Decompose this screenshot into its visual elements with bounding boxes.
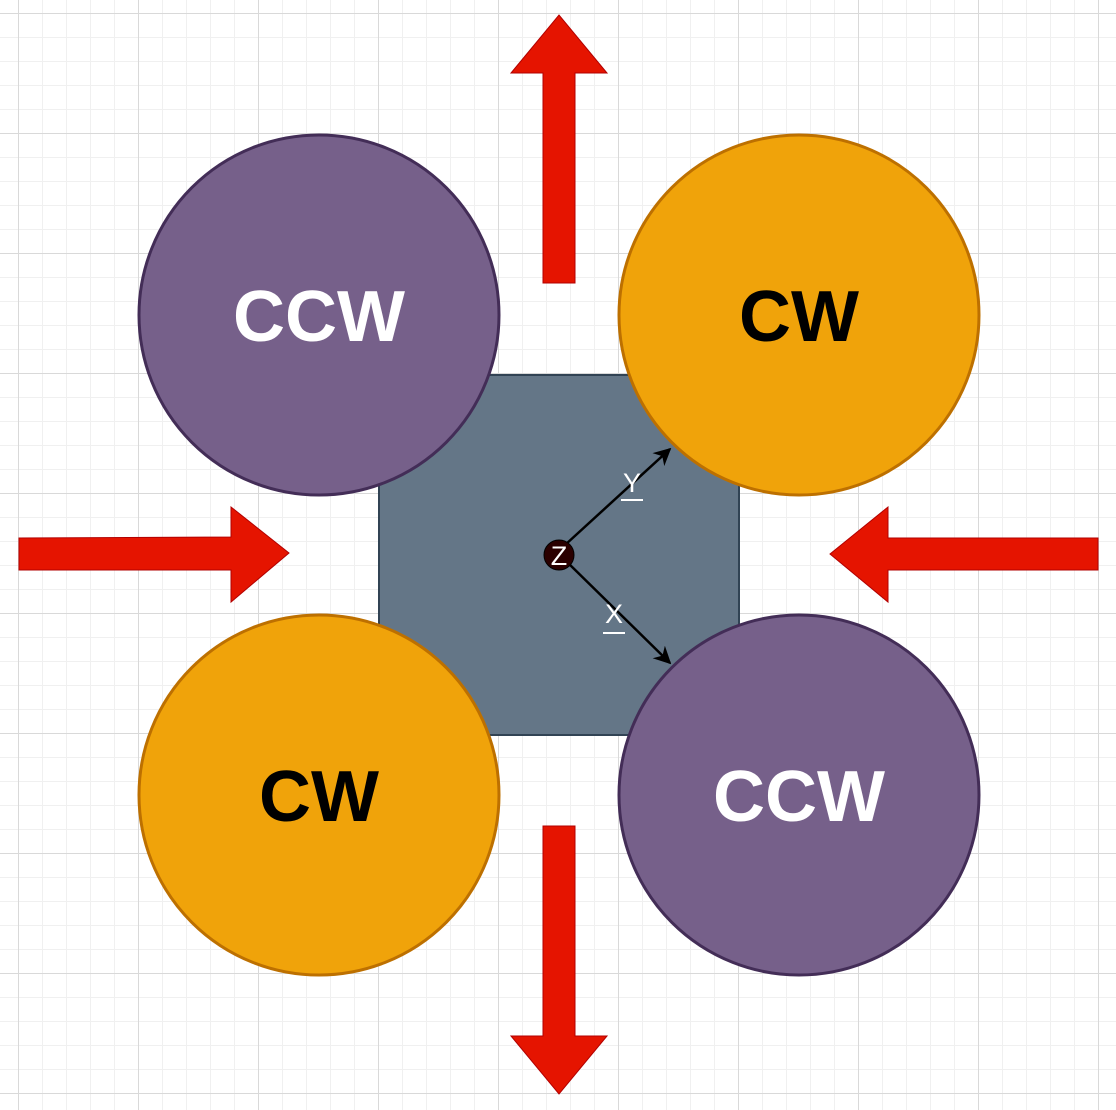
rotor-rear-right-label: CCW xyxy=(713,757,885,837)
arrow-down xyxy=(509,825,609,1095)
axis-x-label: X xyxy=(605,599,623,629)
arrow-right-pointing-left xyxy=(829,505,1099,604)
rotor-rear-left: CW xyxy=(137,613,501,977)
axis-z: Z xyxy=(543,539,575,571)
rotor-front-left: CCW xyxy=(137,133,501,497)
rotor-rear-left-label: CW xyxy=(259,757,379,837)
rotor-rear-right: CCW xyxy=(617,613,981,977)
arrow-up xyxy=(509,14,609,284)
axis-z-label: Z xyxy=(551,541,568,571)
rotor-front-left-label: CCW xyxy=(233,277,405,357)
axis-y-label: Y xyxy=(623,468,641,498)
rotor-front-right-label: CW xyxy=(739,277,859,357)
axis-x: X xyxy=(564,559,672,665)
axis-y: Y xyxy=(564,447,672,546)
axis-z-origin-dot xyxy=(543,539,575,571)
rotor-front-right: CW xyxy=(617,133,981,497)
arrow-left-pointing-right xyxy=(18,505,290,604)
